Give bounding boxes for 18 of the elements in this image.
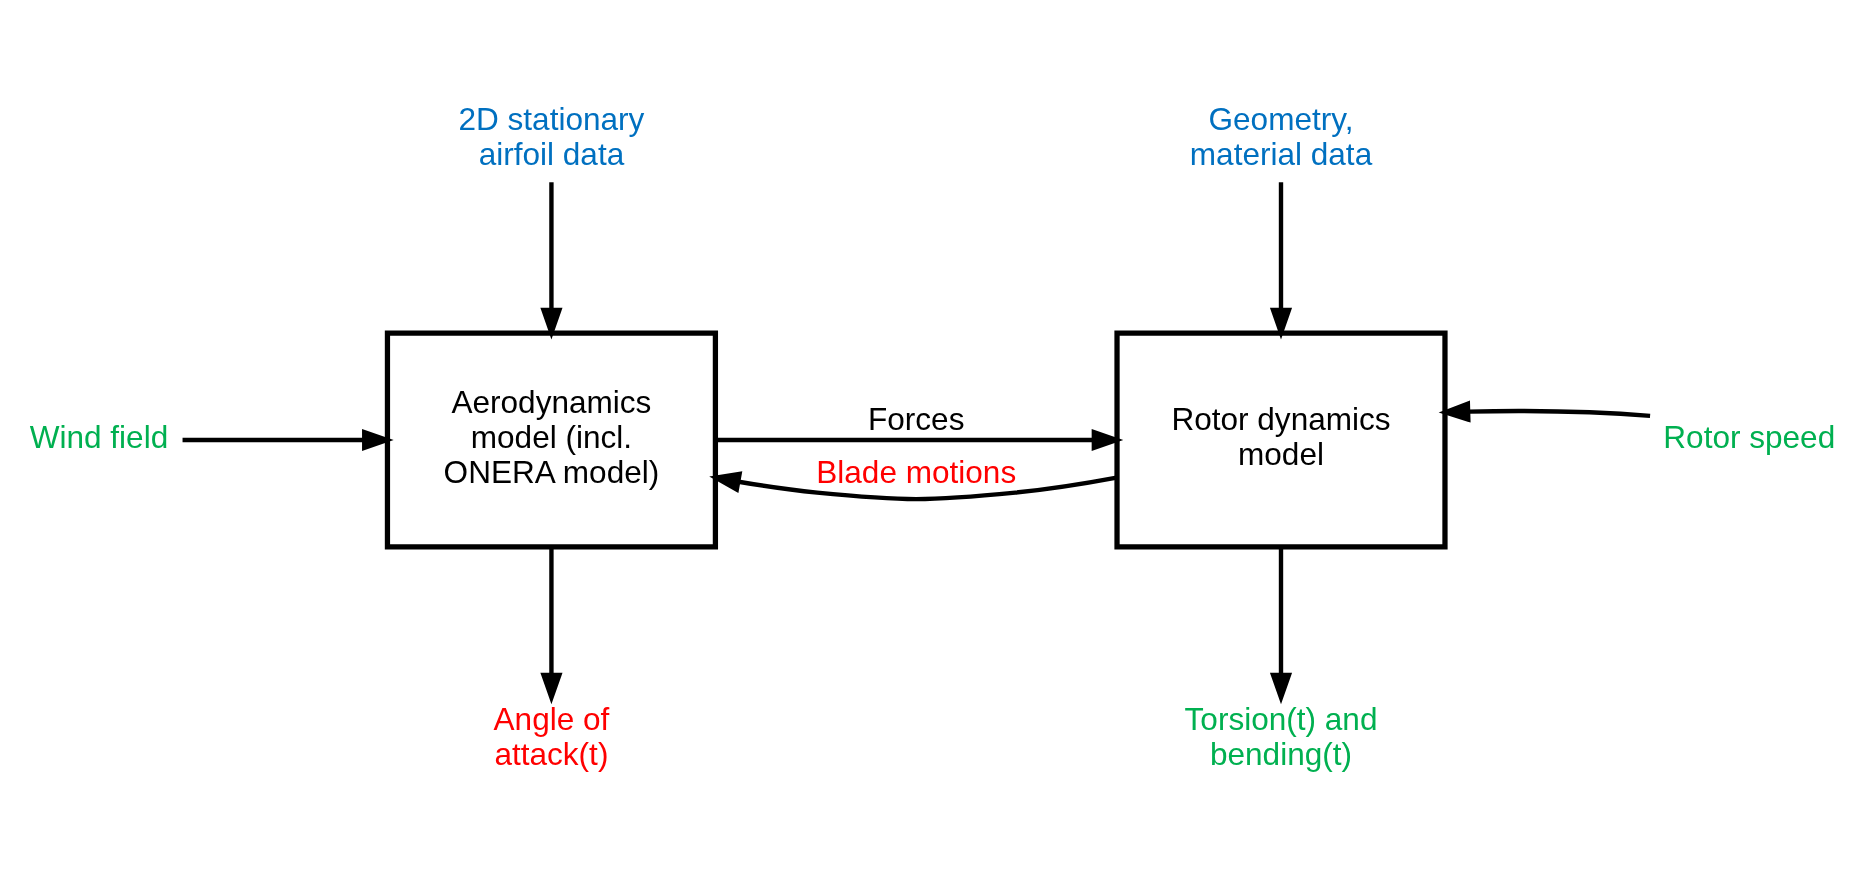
edge-label: Forces <box>868 401 965 438</box>
arrow <box>182 428 394 452</box>
node-text: 2D stationary airfoil data <box>458 101 645 173</box>
arrow <box>1438 400 1651 423</box>
arrow <box>709 471 1118 502</box>
arrow <box>1269 547 1293 705</box>
node-box: Aerodynamics model (incl. ONERA model) <box>384 330 719 550</box>
arrow <box>540 547 563 705</box>
arrow <box>715 428 1124 452</box>
node-text: Torsion(t) and bending(t) <box>1184 701 1378 773</box>
node-box: Rotor dynamics model <box>1114 330 1448 550</box>
node-text: Angle of attack(t) <box>493 701 610 773</box>
arrow <box>540 182 563 340</box>
node-text: Rotor speed <box>1663 418 1836 455</box>
node-text: Wind field <box>29 418 169 455</box>
arrow <box>1269 182 1293 340</box>
node-text: Geometry, material data <box>1189 101 1373 173</box>
edge-label: Blade motions <box>816 453 1017 490</box>
